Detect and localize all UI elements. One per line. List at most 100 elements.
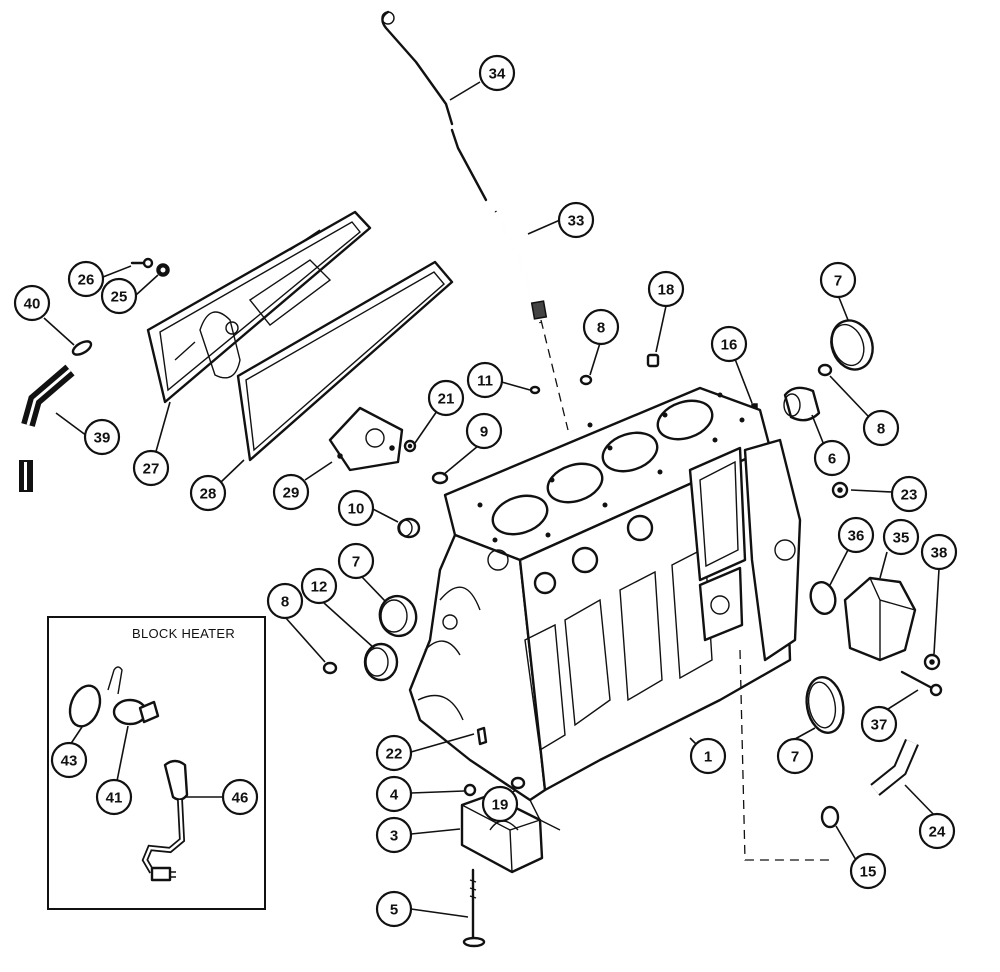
svg-text:26: 26 — [78, 272, 95, 289]
callout-46: 46 — [221, 778, 259, 816]
block-heater-inset: BLOCK HEATER — [47, 616, 266, 910]
svg-text:21: 21 — [438, 391, 455, 408]
dowel-4 — [463, 783, 477, 797]
hose-clamp — [71, 340, 93, 356]
svg-text:7: 7 — [834, 273, 842, 290]
svg-text:10: 10 — [348, 501, 365, 518]
callout-23: 23 — [890, 475, 928, 513]
svg-text:34: 34 — [489, 66, 506, 83]
callout-16: 16 — [710, 325, 748, 363]
svg-text:46: 46 — [232, 790, 249, 807]
svg-text:4: 4 — [390, 787, 399, 804]
cover-screw — [130, 257, 154, 269]
callout-18: 18 — [647, 270, 685, 308]
plug-11 — [529, 385, 541, 395]
seal-ring-7-upper — [830, 319, 874, 371]
svg-text:1: 1 — [704, 749, 712, 766]
svg-text:11: 11 — [477, 373, 493, 390]
breather-hose — [19, 364, 75, 492]
callout-24: 24 — [918, 812, 956, 850]
callout-43: 43 — [50, 741, 88, 779]
callout-39: 39 — [83, 418, 121, 456]
callout-22: 22 — [375, 734, 413, 772]
heater-oring — [68, 684, 102, 728]
callout-28: 28 — [189, 474, 227, 512]
plug-15 — [820, 805, 840, 829]
callout-27: 27 — [132, 449, 170, 487]
svg-text:25: 25 — [111, 289, 128, 306]
svg-text:27: 27 — [143, 461, 160, 478]
seal-ring-7-lower — [805, 676, 845, 734]
heater-cord — [141, 759, 189, 882]
callout-38: 38 — [920, 533, 958, 571]
svg-text:15: 15 — [860, 864, 877, 881]
callout-41: 41 — [95, 778, 133, 816]
callout-6: 6 — [813, 439, 851, 477]
dowel-22 — [476, 726, 488, 746]
callout-8-left: 8 — [266, 582, 304, 620]
svg-text:9: 9 — [480, 424, 488, 441]
svg-text:22: 22 — [386, 746, 403, 763]
nut-38 — [923, 653, 941, 671]
callout-5: 5 — [375, 890, 413, 928]
inset-title: BLOCK HEATER — [132, 626, 235, 641]
callout-7-left: 7 — [337, 542, 375, 580]
plug-19 — [510, 776, 526, 790]
svg-text:6: 6 — [828, 451, 836, 468]
callout-37: 37 — [860, 705, 898, 743]
callout-11: 11 — [466, 361, 504, 399]
svg-text:29: 29 — [283, 485, 300, 502]
svg-text:39: 39 — [94, 430, 111, 447]
callout-7-top: 7 — [819, 261, 857, 299]
svg-text:8: 8 — [877, 421, 885, 438]
svg-text:40: 40 — [24, 296, 41, 313]
callout-1: 1 — [689, 737, 727, 775]
heater-element — [107, 666, 160, 726]
cylinder-block — [408, 386, 830, 861]
plug-21 — [403, 439, 417, 453]
callout-12: 12 — [300, 567, 338, 605]
callout-40: 40 — [13, 284, 51, 322]
svg-text:8: 8 — [597, 320, 605, 337]
callout-21: 21 — [427, 379, 465, 417]
cover-plate — [328, 406, 404, 472]
callout-8-top: 8 — [582, 308, 620, 346]
seal-ring-12 — [363, 642, 399, 682]
grommet — [156, 263, 170, 277]
callout-25: 25 — [100, 277, 138, 315]
callout-3: 3 — [375, 816, 413, 854]
capscrew-37 — [900, 670, 943, 697]
svg-text:37: 37 — [871, 717, 888, 734]
svg-text:7: 7 — [352, 554, 360, 571]
callout-26: 26 — [67, 260, 105, 298]
capscrew-5 — [462, 868, 486, 948]
callout-4: 4 — [375, 775, 413, 813]
dipstick — [381, 10, 488, 202]
dowel-18 — [646, 353, 660, 368]
cup-plug-10 — [397, 517, 421, 539]
svg-text:7: 7 — [791, 749, 799, 766]
svg-text:41: 41 — [106, 790, 123, 807]
callout-33: 33 — [557, 201, 595, 239]
oring-36 — [809, 581, 837, 615]
dipstick-tube — [494, 210, 569, 431]
svg-text:12: 12 — [311, 579, 328, 596]
svg-text:43: 43 — [61, 753, 78, 770]
callout-19: 19 — [481, 785, 519, 823]
svg-text:33: 33 — [568, 213, 585, 230]
svg-text:19: 19 — [492, 797, 509, 814]
plug-8-right — [817, 363, 833, 377]
callout-9: 9 — [465, 412, 503, 450]
plug-8-upper — [579, 374, 593, 386]
callout-35: 35 — [882, 518, 920, 556]
plug-23 — [831, 481, 849, 499]
svg-text:3: 3 — [390, 828, 398, 845]
svg-text:24: 24 — [929, 824, 946, 841]
svg-text:23: 23 — [901, 487, 918, 504]
seal-ring-7-left — [378, 594, 418, 638]
plug-8-left — [322, 661, 338, 675]
water-tube-24 — [870, 739, 919, 796]
callout-15: 15 — [849, 852, 887, 890]
callout-29: 29 — [272, 473, 310, 511]
